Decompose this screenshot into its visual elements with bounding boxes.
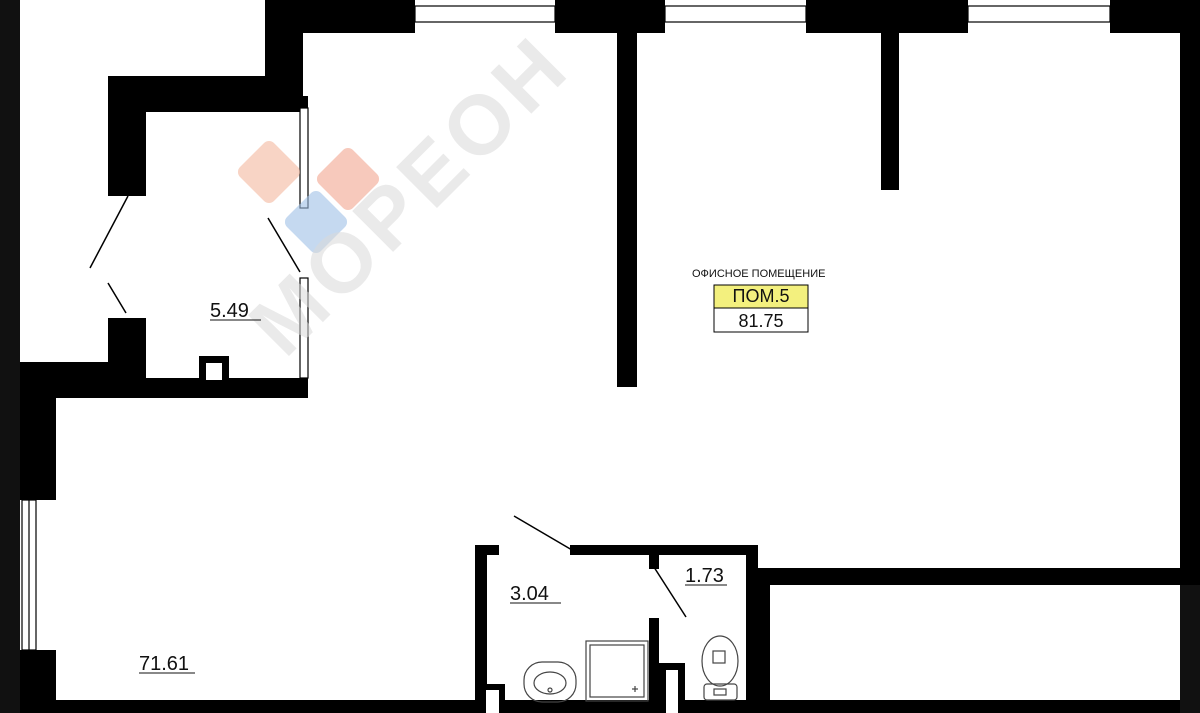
toilet-icon <box>701 635 739 701</box>
left-edge-strip <box>0 0 20 713</box>
windows <box>21 5 1111 651</box>
room-total-area: 81.75 <box>738 311 783 331</box>
office-caption: ОФИСНОЕ ПОМЕЩЕНИЕ <box>692 268 825 280</box>
washroom-area: 3.04 <box>510 583 549 605</box>
main-hall-area: 71.61 <box>139 653 189 675</box>
door-swings <box>89 195 687 618</box>
watermark-square-salmon <box>316 147 380 211</box>
vestibule-area: 5.49 <box>210 300 249 322</box>
watermark-square-orange <box>237 140 301 204</box>
shower-tray-icon <box>585 640 649 702</box>
watermark-square-blue <box>284 190 348 254</box>
interior-walls <box>199 33 899 713</box>
sink-icon <box>523 661 577 703</box>
room-tag: ПОМ.5 <box>733 286 790 306</box>
exterior-walls <box>20 0 1200 713</box>
room-area-box <box>713 307 809 333</box>
toilet-area: 1.73 <box>685 565 724 587</box>
